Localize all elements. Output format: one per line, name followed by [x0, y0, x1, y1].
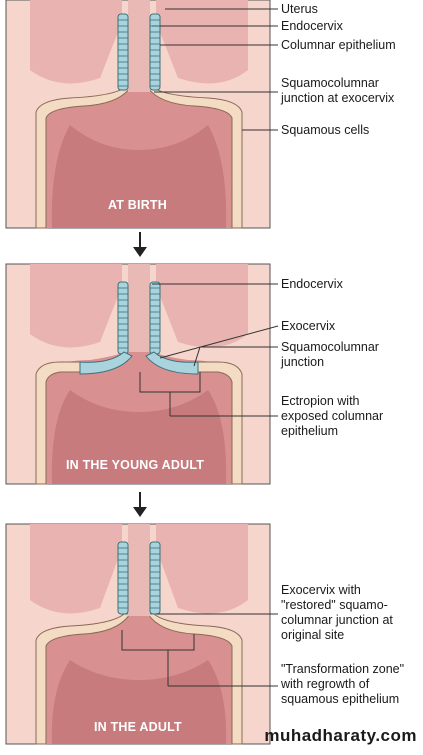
panel-adult: [5, 523, 278, 745]
panel-at-birth: [5, 0, 278, 229]
leader-transformation-bracket: [121, 630, 195, 651]
label-exocervix-young: Exocervix: [281, 319, 336, 333]
columnar-epithelium-left: [117, 13, 129, 91]
label-ectropion: Ectropion with exposed columnar epitheli…: [281, 394, 384, 438]
ectropion-columnar-right: [145, 351, 199, 375]
uterus-wall-left: [30, 0, 122, 84]
vaginal-lumen: [51, 660, 227, 744]
label-uterus: Uterus: [281, 2, 318, 16]
caption-adult: IN THE ADULT: [94, 720, 182, 734]
watermark: muhadharaty.com: [264, 726, 417, 745]
label-columnar-epithelium: Columnar epithelium: [281, 38, 396, 52]
uterus-wall-left: [30, 264, 122, 348]
label-endocervix-young: Endocervix: [281, 277, 343, 291]
label-endocervix: Endocervix: [281, 19, 343, 33]
arrow-down-1: [133, 232, 147, 257]
label-squamous-cells: Squamous cells: [281, 123, 370, 137]
caption-young-adult: IN THE YOUNG ADULT: [66, 458, 205, 472]
columnar-epithelium-right: [149, 13, 161, 91]
caption-at-birth: AT BIRTH: [108, 198, 167, 212]
label-squamocolumnar-junction-young: Squamocolumnar junction: [281, 340, 379, 369]
arrow-down-2: [133, 492, 147, 517]
uterus-wall-left: [30, 524, 122, 614]
endocervical-canal: [128, 524, 150, 616]
vaginal-lumen: [51, 125, 227, 228]
leader-junction: [193, 346, 201, 367]
leader-exocervix: [159, 325, 279, 359]
endocervical-canal: [128, 264, 150, 352]
label-squamocolumnar-junction-exocervix: Squamocolumnar junction at exocervix: [281, 76, 395, 105]
endocervical-canal: [128, 0, 150, 92]
vaginal-lumen: [51, 390, 227, 484]
uterus-wall-right: [156, 0, 248, 84]
ectropion-columnar-left: [79, 351, 133, 375]
uterus-wall-right: [156, 524, 248, 614]
panel-young-adult: [5, 263, 279, 485]
label-restored-junction: Exocervix with "restored" squamo- column…: [281, 583, 393, 642]
label-transformation-zone: "Transformation zone" with regrowth of s…: [281, 662, 405, 706]
uterus-wall-right: [156, 264, 248, 348]
